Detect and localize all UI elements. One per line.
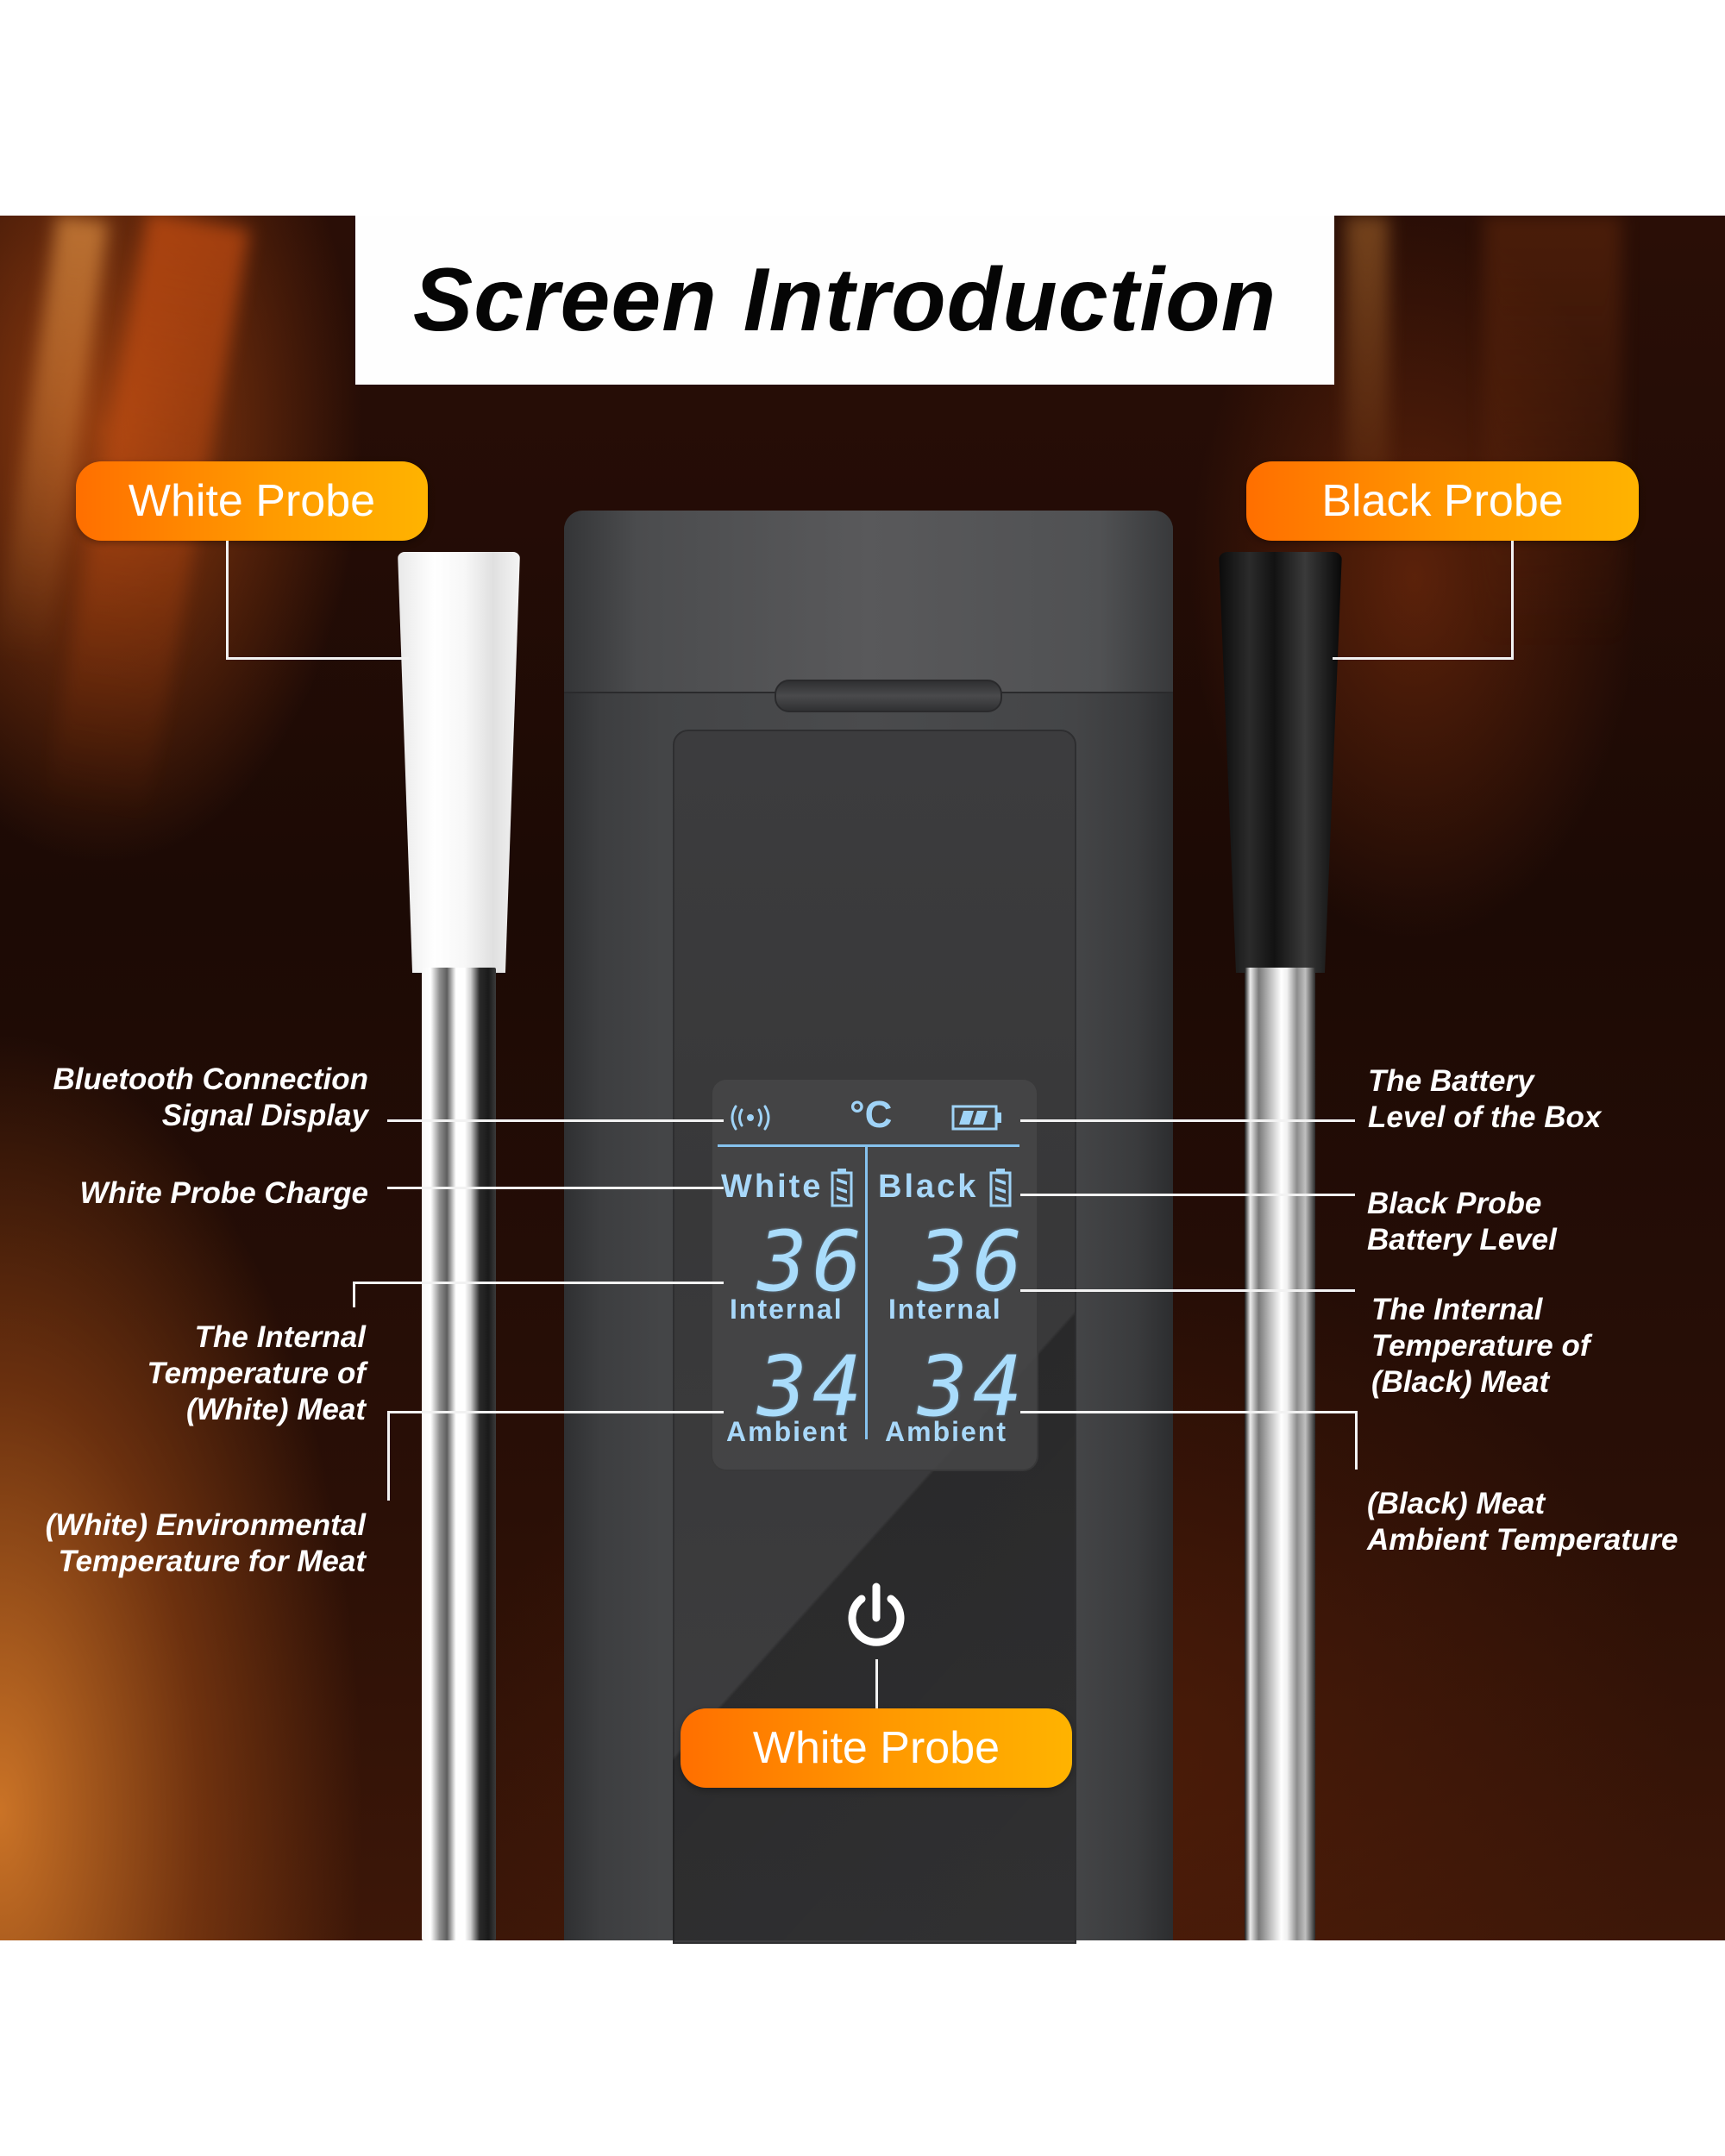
device-top-cap: [564, 511, 1173, 693]
black-battery-leader: [1020, 1194, 1355, 1196]
power-button-callout: White Probe: [681, 1708, 1072, 1788]
celsius-icon: °C: [850, 1094, 893, 1136]
black-probe-handle: [1219, 552, 1342, 973]
annotation-black-ambient-temp: (Black) Meat Ambient Temperature: [1367, 1487, 1678, 1557]
white-probe-callout: White Probe: [76, 461, 428, 541]
white-probe-battery-icon: [831, 1169, 853, 1207]
lcd-divider-horizontal: [718, 1144, 1019, 1147]
annotation-white-internal-temp: The Internal Temperature of (White) Meat: [147, 1320, 366, 1426]
annotation-bluetooth: Bluetooth Connection Signal Display: [53, 1062, 368, 1132]
black-probe-callout: Black Probe: [1246, 461, 1639, 541]
annotation-black-battery: Black Probe Battery Level: [1367, 1187, 1557, 1257]
black-ambient-leader-h: [1020, 1411, 1357, 1413]
box-battery-icon: [951, 1105, 1001, 1131]
device-slot: [775, 680, 1002, 712]
black-internal-label: Internal: [888, 1294, 1002, 1325]
annotation-box-battery: The Battery Level of the Box: [1368, 1064, 1602, 1134]
page-title: Screen Introduction: [412, 249, 1277, 350]
black-probe-shaft: [1245, 968, 1315, 1940]
lcd-display: [711, 1078, 1038, 1471]
black-ambient-label: Ambient: [885, 1416, 1007, 1447]
white-charge-leader: [387, 1187, 724, 1189]
lcd-black-label: Black: [878, 1169, 979, 1205]
box-battery-leader: [1020, 1119, 1355, 1122]
white-ambient-leader-v: [387, 1411, 390, 1501]
white-internal-leader-h: [353, 1282, 724, 1284]
black-internal-temperature: 36: [918, 1213, 1028, 1310]
lcd-white-label: White: [721, 1169, 824, 1205]
lcd-divider-vertical: [865, 1146, 868, 1439]
annotation-white-probe-charge: White Probe Charge: [79, 1176, 368, 1210]
bluetooth-signal-icon: [731, 1105, 770, 1131]
black-probe-connector-v: [1511, 541, 1514, 660]
bluetooth-leader: [387, 1119, 724, 1122]
black-probe-battery-icon: [989, 1169, 1012, 1207]
annotation-black-internal-temp: The Internal Temperature of (Black) Meat: [1371, 1293, 1590, 1399]
power-button-icon[interactable]: [841, 1580, 912, 1652]
white-ambient-leader-h: [387, 1411, 724, 1413]
white-internal-leader-v: [353, 1282, 355, 1307]
white-probe-shaft: [422, 968, 496, 1940]
black-internal-leader: [1020, 1289, 1355, 1292]
white-ambient-label: Ambient: [726, 1416, 849, 1447]
black-probe-connector-h: [1333, 657, 1514, 660]
white-internal-temperature: 36: [757, 1213, 868, 1310]
black-ambient-temperature: 34: [918, 1338, 1028, 1435]
black-ambient-leader-v: [1355, 1411, 1358, 1470]
white-probe-handle: [398, 552, 520, 973]
annotation-white-ambient-temp: (White) Environmental Temperature for Me…: [45, 1508, 366, 1578]
title-banner: Screen Introduction: [355, 216, 1334, 385]
power-callout-line: [875, 1659, 878, 1709]
white-internal-label: Internal: [730, 1294, 844, 1325]
white-probe-connector-h: [226, 657, 409, 660]
white-probe-connector-v: [226, 541, 229, 660]
white-ambient-temperature: 34: [757, 1338, 868, 1435]
